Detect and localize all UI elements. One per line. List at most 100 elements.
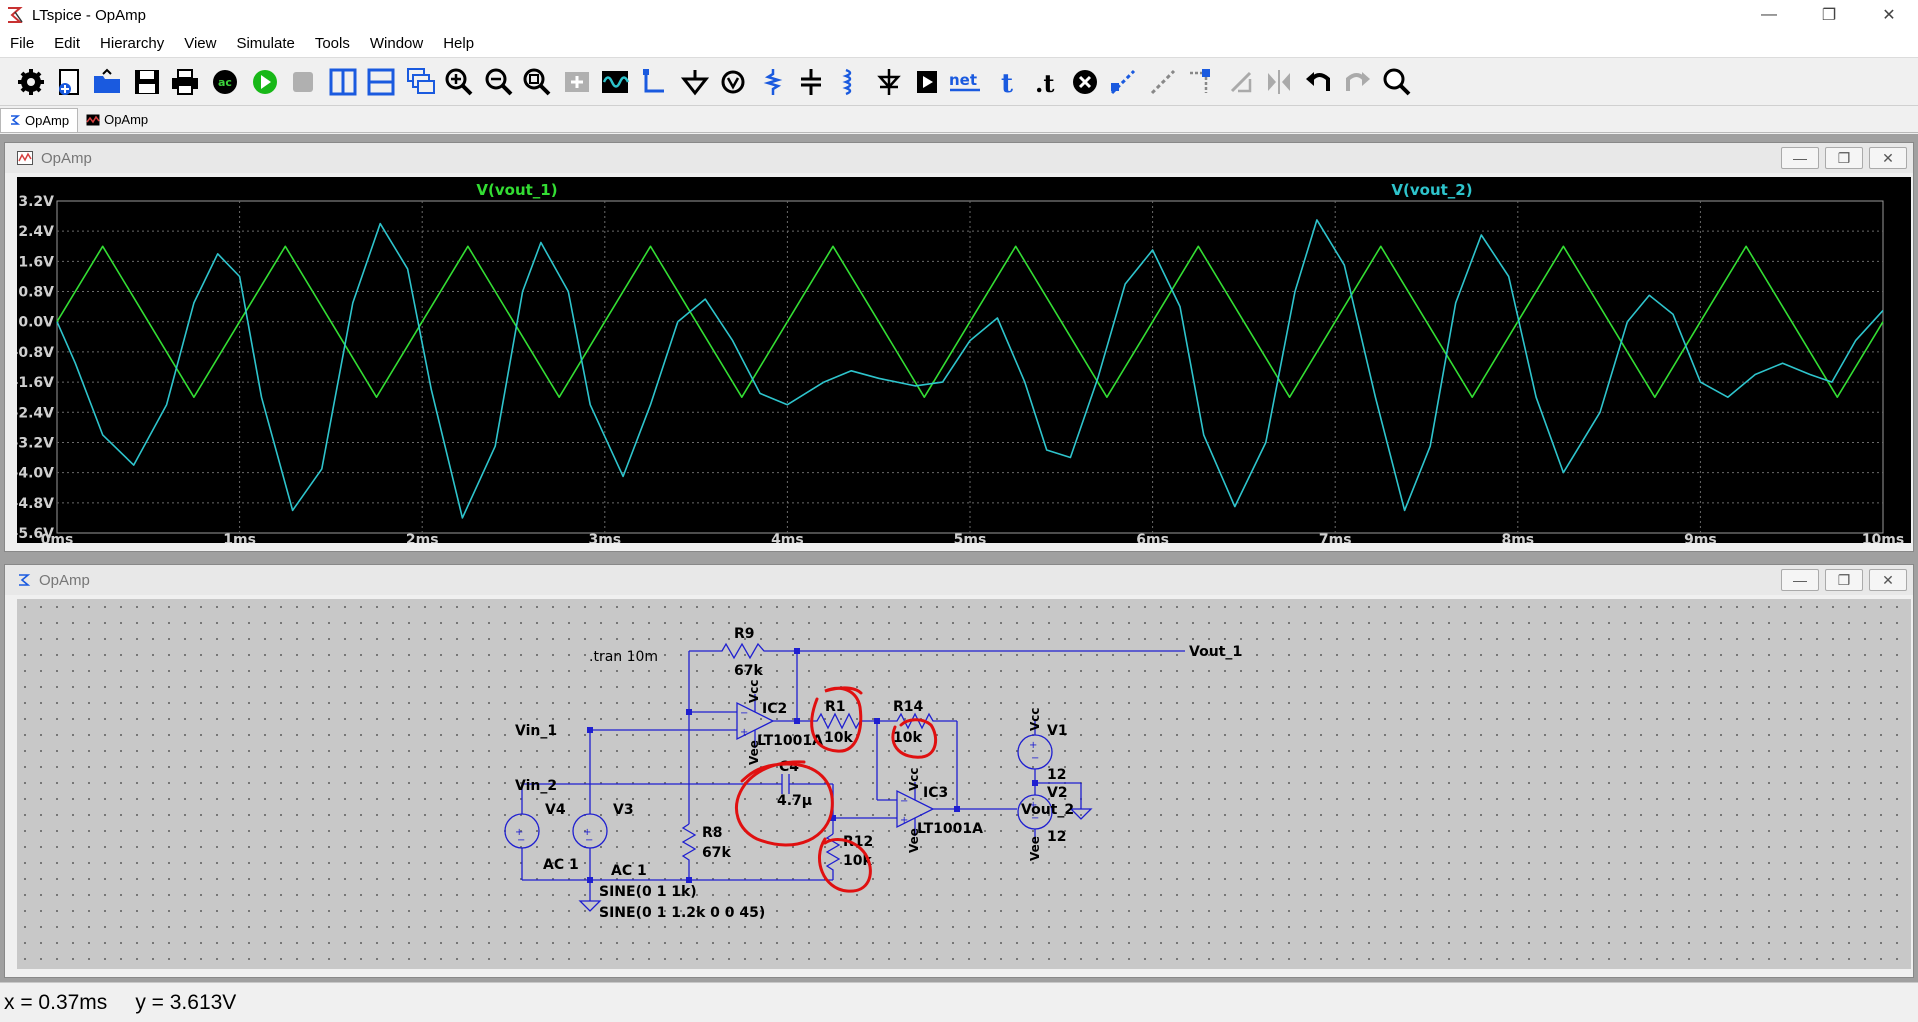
waveform-window-titlebar[interactable]: OpAmp — ❐ ✕ [5,143,1913,173]
tile-horizontal-button[interactable] [364,65,398,99]
v4-sine: SINE(0 1 1.2k 0 0 45) [599,905,765,921]
undo-icon [1306,72,1330,91]
rotate-icon [1230,71,1252,93]
settings-button[interactable] [14,65,48,99]
r14-ref: R14 [893,699,924,715]
r1-value: 10k [824,730,853,746]
ac-analysis-button[interactable]: ac [208,65,242,99]
waveform-button[interactable] [598,65,632,99]
zoom-out-button[interactable] [482,65,516,99]
wire-button[interactable] [638,65,672,99]
red-annotation-circles [735,686,938,893]
y-tick-label: 1.6V [18,254,54,270]
spice-directive-icon: .t [1035,69,1054,97]
tile-vertical-icon [329,68,357,96]
schematic-drawing[interactable]: +− +− +− +− −+ −+ R9 67k .tran 10m Vout_… [17,599,1911,969]
redo-icon [1346,72,1370,91]
run-button[interactable] [248,65,282,99]
menu-hierarchy[interactable]: Hierarchy [100,35,165,52]
resistor-button[interactable] [756,65,790,99]
open-button[interactable] [90,65,124,99]
schematic-icon [11,115,21,125]
tab-waveform-label: OpAmp [104,112,149,127]
menu-bar: File Edit Hierarchy View Simulate Tools … [0,30,1918,58]
spice-directive-button[interactable]: .t [1028,65,1062,99]
svg-text:−: − [1031,813,1039,824]
delete-button[interactable] [1068,65,1102,99]
menu-view[interactable]: View [184,35,217,52]
tab-schematic[interactable]: OpAmp [0,107,79,132]
new-schematic-icon [59,69,79,95]
move-button[interactable] [1146,65,1180,99]
find-button[interactable] [1380,65,1414,99]
text-icon: t [1001,69,1013,97]
close-button[interactable]: ✕ [1882,7,1896,24]
menu-edit[interactable]: Edit [54,35,81,52]
undo-button[interactable] [1302,65,1336,99]
ic3-vee-label: Vee [907,828,921,853]
net-label-button[interactable]: net [948,65,982,99]
pan-button[interactable] [560,65,594,99]
y-tick-label: -2.4V [17,405,54,421]
y-tick-label: 0.0V [18,315,54,331]
mirror-button[interactable] [1262,65,1296,99]
waveform-window-icon [17,151,33,165]
waveform-minimize-button[interactable]: — [1781,147,1819,169]
inductor-button[interactable] [832,65,866,99]
schematic-window-titlebar[interactable]: OpAmp — ❐ ✕ [5,565,1913,595]
schematic-close-button[interactable]: ✕ [1869,569,1907,591]
schematic-restore-button[interactable]: ❐ [1825,569,1863,591]
maximize-button[interactable]: ❐ [1821,7,1837,24]
r14-value: 10k [893,730,922,746]
diode-button[interactable] [872,65,906,99]
save-button[interactable] [130,65,164,99]
zoom-in-button[interactable] [442,65,476,99]
cascade-icon [407,68,435,94]
minimize-button[interactable]: — [1761,6,1777,23]
tran-directive[interactable]: .tran 10m [589,649,658,665]
waveform-restore-button[interactable]: ❐ [1825,147,1863,169]
waveform-close-button[interactable]: ✕ [1869,147,1907,169]
tab-waveform[interactable]: OpAmp [78,108,156,132]
cursor-y-readout: y = 3.613V [135,990,237,1014]
drag-button[interactable] [1184,65,1218,99]
new-schematic-button[interactable] [52,65,86,99]
menu-simulate[interactable]: Simulate [236,35,295,52]
waveform-icon [602,71,630,93]
voltage-source-button[interactable] [716,65,750,99]
stop-button[interactable] [286,65,320,99]
menu-file[interactable]: File [10,35,35,52]
run-icon [253,70,277,94]
print-button[interactable] [168,65,202,99]
move-icon [1150,69,1176,95]
menu-help[interactable]: Help [443,35,475,52]
ground-button[interactable] [678,65,712,99]
tile-vertical-button[interactable] [326,65,360,99]
capacitor-icon [801,69,821,95]
ac-analysis-icon: ac [213,70,237,94]
x-tick-label: 8ms [1501,532,1534,543]
menu-tools[interactable]: Tools [314,35,350,52]
svg-text:.t: .t [1035,69,1054,97]
component-button[interactable] [910,65,944,99]
schematic-window-title: OpAmp [39,571,90,589]
y-tick-label: 2.4V [18,224,54,240]
zoom-fit-button[interactable] [520,65,554,99]
menu-window[interactable]: Window [369,35,424,52]
schematic-canvas[interactable]: +− +− +− +− −+ −+ R9 67k .tran 10m Vout_… [17,599,1911,969]
stop-icon [293,72,313,92]
duplicate-button[interactable] [1106,65,1140,99]
text-button[interactable]: t [990,65,1024,99]
rotate-button[interactable] [1224,65,1258,99]
schematic-minimize-button[interactable]: — [1781,569,1819,591]
wire-icon [643,69,664,93]
cascade-button[interactable] [404,65,438,99]
ic3-part: LT1001A [917,821,983,837]
capacitor-button[interactable] [794,65,828,99]
svg-text:net: net [949,71,977,89]
ic3-vcc-label: Vcc [907,767,921,791]
redo-button[interactable] [1340,65,1374,99]
